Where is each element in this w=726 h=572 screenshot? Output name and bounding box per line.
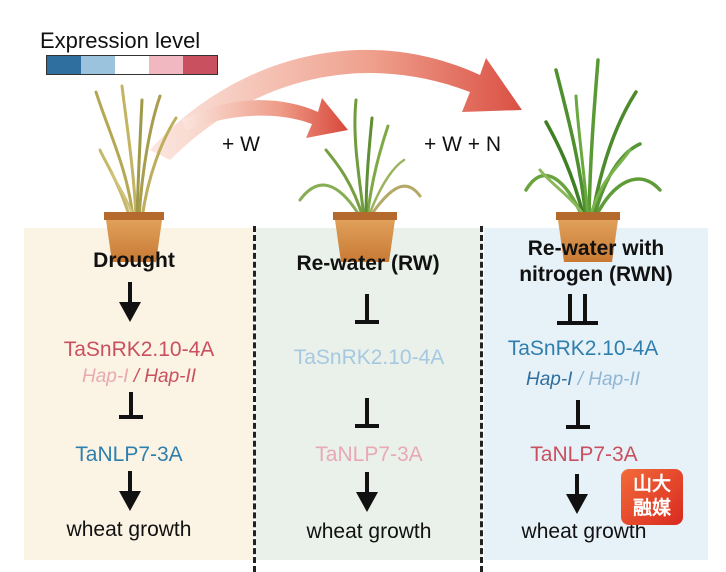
rw-activation-arrow [356, 472, 378, 512]
drought-plant [94, 84, 178, 220]
logo-line1: 山大 [632, 474, 671, 495]
rewater-gene-tanlp7: TaNLP7-3A [315, 443, 423, 466]
curved-arrow-to-rwn [150, 49, 522, 160]
legend-swatch [47, 56, 81, 74]
rwn-activation-arrow [566, 474, 588, 514]
pot-rewater [333, 212, 397, 262]
logo-line2: 融媒 [632, 498, 671, 519]
rwn-strong-inhibition-bar [557, 294, 598, 325]
legend-swatch [115, 56, 149, 74]
legend-swatch [149, 56, 183, 74]
rewater-wheat-growth: wheat growth [306, 520, 432, 543]
drought-panel [24, 228, 254, 560]
hap-i-label: Hap-I [525, 369, 573, 390]
rw-inhibition-bar-2 [355, 398, 379, 428]
drought-wheat-growth: wheat growth [66, 518, 192, 541]
rewater-nitrogen-plant [524, 58, 662, 220]
drought-gene-tanlp7: TaNLP7-3A [75, 443, 183, 466]
rwn-gene-tasnrk: TaSnRK2.10-4A [507, 337, 659, 360]
rwn-wheat-growth: wheat growth [521, 520, 647, 543]
drought-inhibition-bar [119, 392, 143, 419]
pot-drought [104, 212, 164, 262]
legend-title: Expression level [40, 28, 201, 53]
drought-gene-tasnrk: TaSnRK2.10-4A [63, 338, 215, 361]
expression-legend-bar [46, 55, 218, 75]
rewater-plant [298, 98, 422, 220]
rewater-nitrogen-title-line2: nitrogen (RWN) [519, 263, 673, 286]
legend-swatch [81, 56, 115, 74]
panel-divider [253, 226, 256, 572]
rw-inhibition-bar-1 [355, 294, 379, 324]
rewater-gene-tasnrk: TaSnRK2.10-4A [293, 346, 445, 369]
media-logo: 山大 融媒 [621, 469, 683, 525]
hap-i-label: Hap-I [81, 366, 129, 387]
rewater-nitrogen-title: Re-water with nitrogen (RWN) [486, 236, 706, 288]
pot-rewater-nitrogen [556, 212, 620, 262]
drought-title: Drought [93, 249, 175, 272]
hap-ii-label: Hap-II [144, 366, 197, 387]
water-treatment-label: + W [222, 133, 260, 156]
rwn-haplotypes: Hap-I / Hap-II [478, 369, 688, 391]
legend-swatch [183, 56, 217, 74]
drought-activation-arrow-2 [119, 471, 141, 511]
drought-haplotypes: Hap-I / Hap-II [24, 366, 254, 388]
rewater-title: Re-water (RW) [296, 252, 440, 275]
rwn-inhibition-bar [566, 400, 590, 429]
rwn-gene-tanlp7: TaNLP7-3A [530, 443, 638, 466]
panel-divider [480, 226, 483, 572]
curved-arrow-to-rw [182, 98, 348, 138]
drought-activation-arrow-1 [119, 282, 141, 322]
hap-separator: / [577, 369, 583, 390]
rewater-nitrogen-title-line1: Re-water with [527, 237, 665, 260]
hap-ii-label: Hap-II [588, 369, 641, 390]
water-nitrogen-treatment-label: + W + N [424, 133, 502, 156]
hap-separator: / [133, 366, 139, 387]
